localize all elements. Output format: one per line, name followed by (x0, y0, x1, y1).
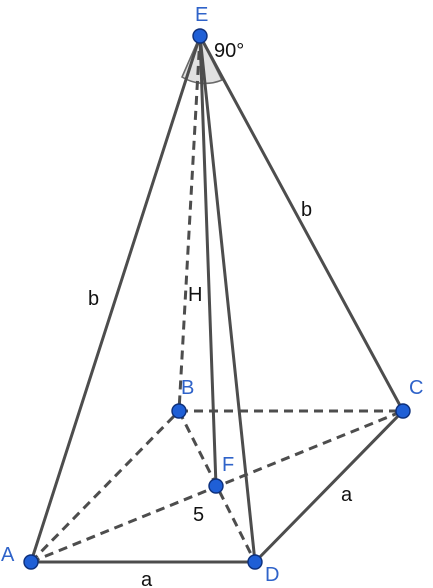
label-edge-AD: a (141, 569, 153, 588)
label-apex-angle: 90° (214, 40, 244, 62)
edge-ED (198, 34, 257, 564)
diagonal-BD (177, 410, 257, 563)
label-height-EF: H (188, 284, 202, 306)
edge-DC (253, 409, 405, 564)
label-segment-AF: 5 (193, 504, 204, 526)
height-EF (198, 34, 218, 488)
vertex-E (192, 28, 208, 44)
edge-AB (29, 409, 181, 564)
vertex-C (395, 403, 411, 419)
label-edge-EC: b (301, 199, 312, 221)
vertex-A (23, 554, 39, 570)
label-edge-EA: b (88, 288, 99, 310)
vertex-label-A: A (1, 544, 15, 566)
vertex-label-E: E (195, 4, 208, 26)
vertex-label-F: F (222, 454, 234, 476)
edge-EC (198, 34, 405, 413)
edge-EB (177, 35, 202, 412)
vertex-label-C: C (409, 377, 423, 399)
vertex-F (208, 478, 224, 494)
vertex-label-D: D (265, 564, 279, 586)
vertex-B (171, 403, 187, 419)
vertex-D (247, 554, 263, 570)
vertex-label-B: B (181, 377, 194, 399)
label-edge-DC: a (341, 484, 353, 506)
edge-EA (29, 34, 202, 564)
